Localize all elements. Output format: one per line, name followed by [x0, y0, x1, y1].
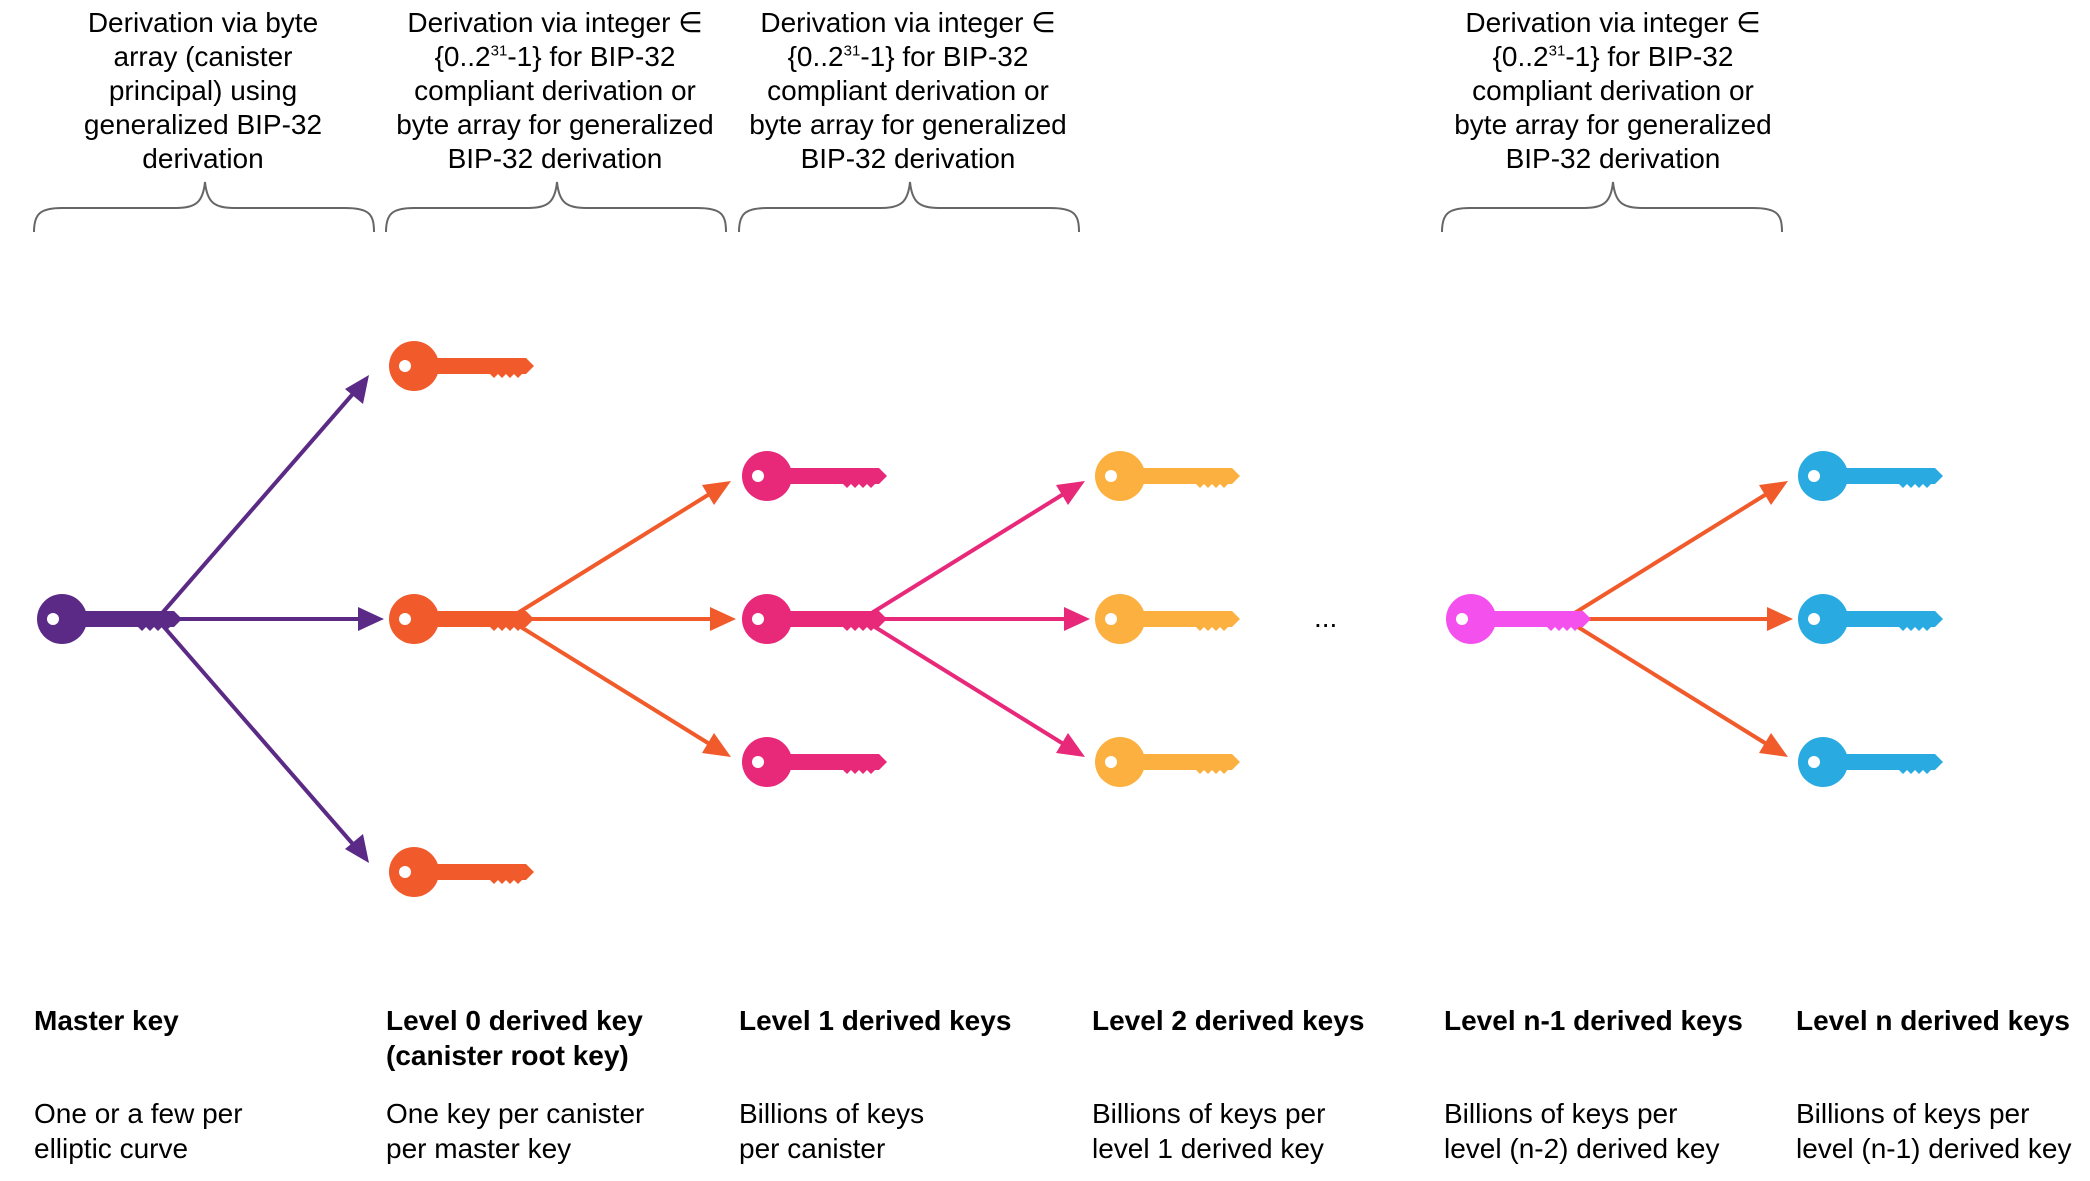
- header-line: BIP-32 derivation: [1505, 143, 1721, 174]
- curly-brace-icon: [385, 181, 727, 233]
- column-desc-level-n-minus-1: Billions of keys per level (n-2) derived…: [1444, 1096, 1719, 1166]
- header-line: Derivation via integer ∈: [1465, 7, 1761, 38]
- arrow-icon: [157, 607, 384, 631]
- header-line: principal) using: [108, 75, 298, 106]
- column-desc-master-key: One or a few per elliptic curve: [34, 1096, 243, 1166]
- level-n-key-icon: [1798, 594, 1943, 644]
- arrow-icon: [860, 481, 1085, 621]
- arrow-icon: [862, 607, 1090, 631]
- level1-key-icon: [742, 451, 887, 501]
- arrow-icon: [508, 607, 736, 631]
- header-line: compliant derivation or: [414, 75, 696, 106]
- curly-brace-icon: [1441, 181, 1783, 233]
- level0-key-icon: [389, 341, 534, 391]
- title-line: Level 1 derived keys: [739, 1005, 1012, 1036]
- header-line: compliant derivation or: [767, 75, 1049, 106]
- header-line: byte array for generalized: [1454, 109, 1772, 140]
- level1-key-icon: [742, 737, 887, 787]
- level2-key-icon: [1095, 594, 1240, 644]
- column-title-level2: Level 2 derived keys: [1092, 1003, 1364, 1038]
- level0-key-icon: [389, 594, 534, 644]
- column-title-level-n-minus-1: Level n-1 derived keys: [1444, 1003, 1743, 1038]
- header-line: compliant derivation or: [1472, 75, 1754, 106]
- column-desc-level2: Billions of keys per level 1 derived key: [1092, 1096, 1325, 1166]
- desc-line: One or a few per: [34, 1098, 243, 1129]
- level-n-key-icon: [1798, 737, 1943, 787]
- arrow-icon: [155, 375, 369, 621]
- derivation-header-level1-to-level2: Derivation via integer ∈ {0..231-1} for …: [728, 6, 1088, 176]
- arrow-icon: [506, 617, 731, 757]
- desc-line: Billions of keys: [739, 1098, 925, 1129]
- level2-key-icon: [1095, 737, 1240, 787]
- derivation-header-level-n-minus-1-to-n: Derivation via integer ∈ {0..231-1} for …: [1433, 6, 1793, 176]
- column-desc-level0: One key per canister per master key: [386, 1096, 644, 1166]
- curly-brace-icon: [33, 181, 375, 233]
- title-line: Master key: [34, 1005, 179, 1036]
- derivation-header-level0-to-level1: Derivation via integer ∈ {0..231-1} for …: [375, 6, 735, 176]
- ellipsis: ...: [1314, 602, 1338, 633]
- desc-line: Billions of keys per: [1796, 1098, 2030, 1129]
- header-line: {0..231-1} for BIP-32: [434, 41, 676, 72]
- title-line: Level n derived keys: [1796, 1005, 2070, 1036]
- desc-line: level (n-2) derived key: [1444, 1133, 1720, 1164]
- desc-line: level (n-1) derived key: [1796, 1133, 2072, 1164]
- level-n-key-icon: [1798, 451, 1943, 501]
- curly-brace-icon: [738, 181, 1080, 233]
- arrow-icon: [1565, 607, 1793, 631]
- header-line: derivation: [142, 143, 264, 174]
- header-line: generalized BIP-32: [83, 109, 323, 140]
- level2-key-icon: [1095, 451, 1240, 501]
- header-line: BIP-32 derivation: [447, 143, 663, 174]
- arrow-icon: [860, 617, 1085, 757]
- title-line: Level n-1 derived keys: [1444, 1005, 1743, 1036]
- column-title-level1: Level 1 derived keys: [739, 1003, 1011, 1038]
- desc-line: Billions of keys per: [1444, 1098, 1678, 1129]
- header-line: BIP-32 derivation: [800, 143, 1016, 174]
- desc-line: elliptic curve: [34, 1133, 189, 1164]
- arrow-icon: [506, 481, 731, 621]
- derivation-header-master-to-level0: Derivation via byte array (canister prin…: [23, 6, 383, 176]
- column-desc-level-n: Billions of keys per level (n-1) derived…: [1796, 1096, 2071, 1166]
- desc-line: Billions of keys per: [1092, 1098, 1326, 1129]
- column-title-master-key: Master key: [34, 1003, 179, 1038]
- title-line: (canister root key): [386, 1040, 629, 1071]
- master-key-icon: [37, 594, 182, 644]
- header-line: byte array for generalized: [396, 109, 714, 140]
- header-line: Derivation via integer ∈: [407, 7, 703, 38]
- header-line: array (canister: [113, 41, 293, 72]
- header-line: Derivation via byte: [87, 7, 319, 38]
- arrow-icon: [1563, 617, 1788, 757]
- desc-line: per canister: [739, 1133, 886, 1164]
- column-title-level-n: Level n derived keys: [1796, 1003, 2070, 1038]
- level-n-minus-1-key-icon: [1446, 594, 1591, 644]
- column-title-level0: Level 0 derived key (canister root key): [386, 1003, 643, 1073]
- header-line: {0..231-1} for BIP-32: [787, 41, 1029, 72]
- title-line: Level 2 derived keys: [1092, 1005, 1365, 1036]
- arrow-icon: [155, 617, 369, 863]
- header-line: Derivation via integer ∈: [760, 7, 1056, 38]
- level1-key-icon: [742, 594, 887, 644]
- desc-line: level 1 derived key: [1092, 1133, 1324, 1164]
- arrow-icon: [1563, 481, 1788, 621]
- desc-line: per master key: [386, 1133, 572, 1164]
- desc-line: One key per canister: [386, 1098, 645, 1129]
- header-line: {0..231-1} for BIP-32: [1492, 41, 1734, 72]
- level0-key-icon: [389, 847, 534, 897]
- column-desc-level1: Billions of keys per canister: [739, 1096, 924, 1166]
- header-line: byte array for generalized: [749, 109, 1067, 140]
- title-line: Level 0 derived key: [386, 1005, 643, 1036]
